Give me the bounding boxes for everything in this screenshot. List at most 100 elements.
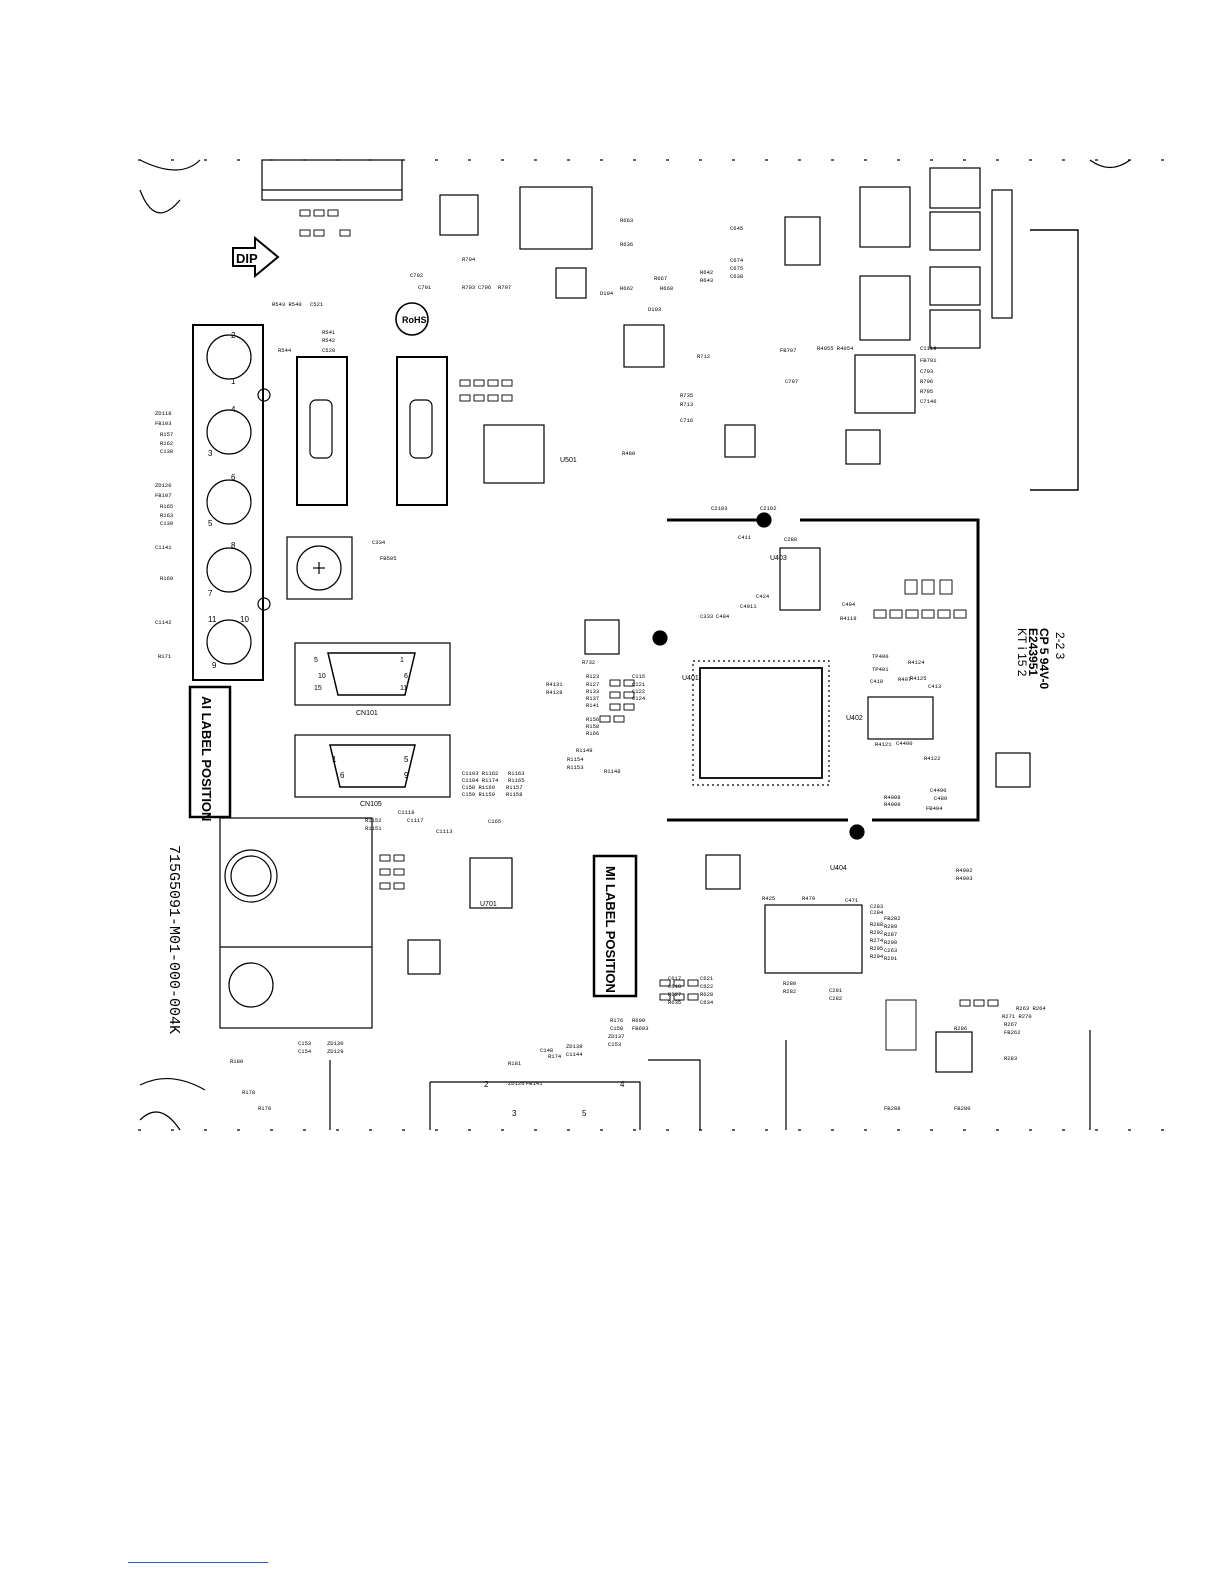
component-designator: FB141: [526, 1080, 543, 1087]
component-designator: C121: [632, 681, 646, 688]
component-designator: C158 R1160: [462, 784, 495, 791]
component-designator: R156: [586, 716, 599, 723]
component-designator: R707: [498, 284, 511, 291]
component-designator: 6: [404, 673, 408, 680]
component-designator: C4011: [740, 603, 757, 610]
component-designator: C115: [632, 673, 645, 680]
component-designator: R667: [654, 275, 667, 282]
cert-line-4: 2-2 3: [1053, 632, 1067, 660]
component-designator: R292: [870, 929, 883, 936]
component-designator: ZD137: [608, 1033, 625, 1040]
component-designator: R544: [278, 347, 292, 354]
component-designator: C675: [730, 265, 743, 272]
component-designator: R127: [586, 681, 599, 688]
component-designator: C124: [632, 695, 646, 702]
component-designator: R1149: [576, 747, 593, 754]
component-designator: R662: [620, 285, 633, 292]
component-designator: 1: [332, 755, 337, 764]
component-designator: FB280: [954, 1105, 971, 1112]
component-designator: R165: [160, 503, 173, 510]
component-designator: R4008: [884, 794, 901, 801]
component-designator: R162: [160, 440, 173, 447]
component-designator: ZD118: [155, 410, 172, 417]
component-designator: C2103: [711, 505, 728, 512]
part-number: 715G5091-M01-000-004K: [165, 845, 182, 1034]
component-designator: 4: [620, 1080, 625, 1089]
component-designator: R176: [610, 1017, 623, 1024]
component-designator: C418: [870, 678, 883, 685]
component-designator: C1119: [920, 345, 937, 352]
component-designator: C281: [829, 987, 843, 994]
component-designator: R4121: [875, 741, 892, 748]
component-designator: C334: [372, 539, 386, 546]
u403-label: U403: [770, 555, 787, 562]
component-designator: 2: [231, 331, 236, 340]
u402-label: U402: [846, 715, 863, 722]
component-designator: C159 R1159: [462, 791, 495, 798]
component-designator: FB701: [920, 357, 937, 364]
component-designator: TP400: [872, 653, 889, 660]
component-designator: 5: [582, 1109, 587, 1118]
component-designator: C7146: [920, 398, 937, 405]
component-designator: C634: [700, 999, 714, 1006]
component-designator: R703: [462, 284, 475, 291]
component-designator: R274: [870, 937, 884, 944]
component-designator: R1151: [365, 825, 382, 832]
component-designator: FB282: [884, 915, 901, 922]
component-designator: C1118: [398, 809, 415, 816]
component-designator: R288: [870, 921, 883, 928]
component-designator: C284: [870, 909, 884, 916]
component-designator: R180: [230, 1058, 243, 1065]
component-designator: R289: [884, 923, 897, 930]
component-designator: C1142: [155, 619, 172, 626]
component-designator: R1158: [506, 791, 523, 798]
component-designator: R660: [660, 285, 673, 292]
component-designator: R290: [884, 939, 897, 946]
component-designator: FB505: [380, 555, 397, 562]
component-designator: R4055 R4054: [817, 345, 854, 352]
component-designator: 3: [512, 1109, 517, 1118]
component-designator: R4009: [884, 801, 901, 808]
component-designator: R705: [920, 388, 933, 395]
component-designator: FB288: [884, 1105, 901, 1112]
component-designator: 5: [404, 755, 409, 764]
component-designator: C139: [160, 520, 173, 527]
component-designator: R1152: [365, 817, 382, 824]
component-designator: FB603: [632, 1025, 649, 1032]
component-designator: C263: [884, 947, 897, 954]
component-designator: C520: [322, 347, 335, 354]
component-designator: R4119: [840, 615, 857, 622]
cert-line-1: CP 5 94V-0: [1037, 628, 1051, 689]
component-designator: C621: [700, 975, 714, 982]
component-designator: C484: [716, 613, 730, 620]
component-designator: C404: [842, 601, 856, 608]
component-designator: C716: [680, 417, 693, 424]
dip-marker-label: DIP: [236, 251, 258, 266]
component-designator: R283: [1004, 1055, 1017, 1062]
component-designator: C622: [700, 983, 713, 990]
component-designator: R542: [322, 337, 335, 344]
component-designator: R609: [632, 1017, 645, 1024]
component-designator: C154: [298, 1048, 312, 1055]
component-designator: R407: [898, 676, 911, 683]
component-designator: R1165: [508, 777, 525, 784]
footer-rule: [128, 1562, 268, 1563]
component-designator: D103: [648, 306, 661, 313]
component-designator: 6: [231, 473, 236, 482]
component-designator: C150: [610, 1025, 623, 1032]
component-designator: R171: [158, 653, 172, 660]
component-designator: R181: [508, 1060, 522, 1067]
u501-label: U501: [560, 457, 577, 464]
component-designator: C153: [608, 1041, 621, 1048]
component-designator: R123: [586, 673, 599, 680]
component-designator: C413: [928, 683, 941, 690]
component-designator: R627: [668, 991, 681, 998]
component-designator: R271 R270: [1002, 1013, 1032, 1020]
component-designator: R425: [762, 895, 775, 902]
component-designator: 11: [400, 685, 407, 692]
component-designator: C138: [160, 448, 173, 455]
component-designator: C703: [920, 368, 933, 375]
component-designator: C288: [784, 536, 797, 543]
component-designator: C489: [934, 795, 947, 802]
component-designator: C618: [668, 983, 681, 990]
